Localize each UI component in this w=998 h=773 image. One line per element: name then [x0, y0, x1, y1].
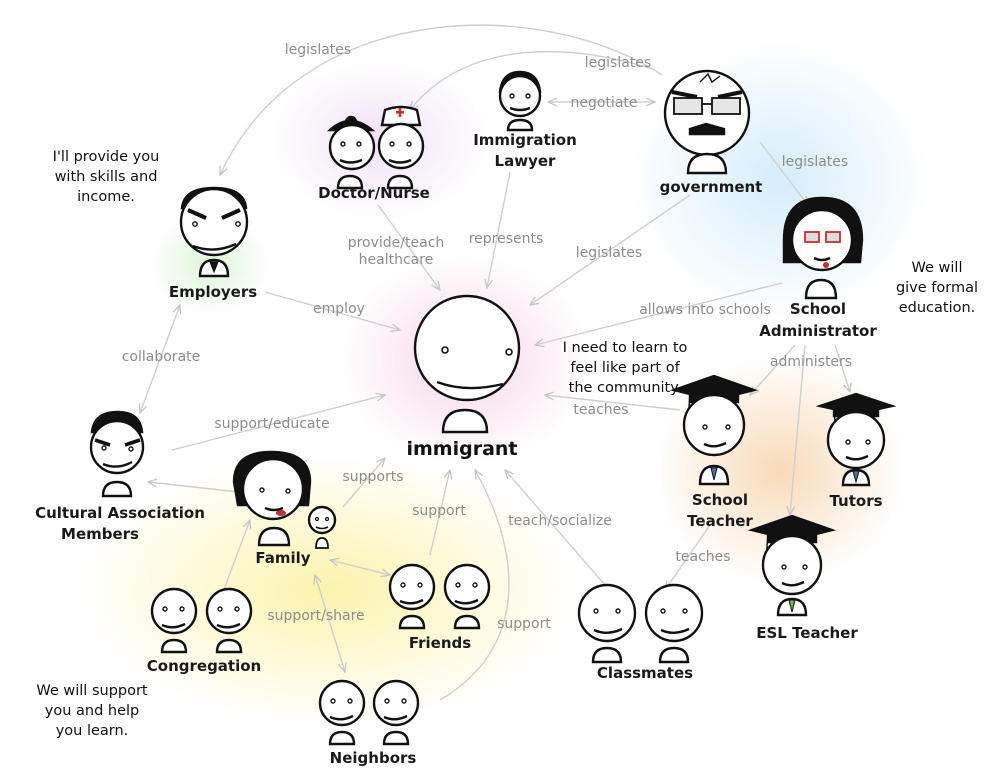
label-employ: employ — [313, 301, 365, 317]
tutors-figure — [815, 392, 897, 487]
school-teacher-figure — [669, 374, 759, 486]
edge-admin-teacher — [750, 344, 796, 395]
classmates-figure — [577, 583, 704, 664]
node-label-doctor-nurse: Doctor/Nurse — [318, 184, 430, 202]
label-legislates-top: legislates — [285, 42, 351, 58]
friends-figure — [388, 563, 491, 630]
congregation-figure — [150, 587, 253, 654]
label-legislates-doctor: legislates — [585, 55, 651, 71]
edge-cultural-family — [148, 482, 248, 493]
edge-employers-immigrant — [264, 291, 400, 330]
label-legislates-admin: legislates — [782, 154, 848, 170]
edge-admin-esl — [790, 344, 806, 515]
edge-family-neighbors — [315, 575, 345, 672]
node-label-employers: Employers — [169, 283, 257, 301]
node-label-esl-teacher: ESL Teacher — [756, 624, 858, 642]
label-allows-schools: allows into schools — [639, 302, 771, 318]
edge-teacher-classmates — [665, 524, 711, 590]
label-negotiate: negotiate — [571, 95, 638, 111]
characters — [89, 69, 897, 746]
label-teaches-immigrant: teaches — [573, 402, 628, 418]
label-teaches-classmates: teaches — [675, 549, 730, 565]
node-label-family: Family — [255, 549, 310, 567]
node-label-neighbors: Neighbors — [330, 749, 417, 767]
edge-family-friends — [330, 560, 390, 575]
relation-labels: legislates legislates negotiate legislat… — [122, 42, 852, 632]
edge-gov-employers — [220, 24, 663, 175]
edge-cultural-immigrant — [171, 395, 385, 451]
edge-teacher-immigrant — [545, 395, 681, 411]
edge-admin-immigrant — [535, 282, 783, 345]
edge-admin-tutors — [834, 344, 850, 392]
immigrant-figure — [413, 294, 521, 434]
government-figure — [663, 69, 751, 175]
edge-classmates-immigrant — [505, 470, 606, 586]
label-represents: represents — [469, 231, 544, 247]
label-teach-socialize: teach/socialize — [508, 513, 612, 529]
doctor-figure — [326, 115, 376, 190]
esl-teacher-figure — [747, 514, 837, 617]
label-administers: administers — [770, 354, 852, 370]
edge-neighbors-immigrant — [439, 470, 510, 701]
cultural-figure — [89, 410, 145, 498]
node-label-government: government — [660, 178, 763, 196]
label-legislates-immigrant: legislates — [576, 245, 642, 261]
edge-doctor-immigrant — [377, 204, 440, 290]
lawyer-figure — [498, 70, 542, 132]
edge-friends-immigrant — [429, 470, 450, 556]
edge-gov-immigrant — [530, 194, 691, 305]
edge-family-congregation — [220, 520, 250, 600]
node-label-tutors: Tutors — [829, 492, 882, 510]
label-support-share: support/share — [267, 608, 364, 624]
label-support-neighbors: support — [497, 616, 551, 632]
edges — [140, 24, 850, 701]
neighbors-figure — [318, 679, 420, 746]
family-figure — [232, 450, 337, 549]
label-collaborate: collaborate — [122, 349, 201, 365]
edge-lawyer-immigrant — [487, 171, 511, 288]
edge-family-immigrant — [342, 458, 385, 508]
edge-gov-admin — [759, 141, 808, 205]
employers-figure — [179, 186, 249, 278]
label-supports: supports — [342, 469, 403, 485]
label-support-educate: support/educate — [214, 416, 329, 432]
node-label-friends: Friends — [409, 634, 471, 652]
nurse-figure — [377, 105, 425, 190]
edge-employers-cultural — [140, 305, 180, 413]
administrator-figure — [782, 196, 864, 300]
node-label-immigrant: immigrant — [406, 438, 517, 460]
label-support-friends: support — [412, 503, 466, 519]
node-label-classmates: Classmates — [597, 664, 693, 682]
edge-gov-doctor — [410, 50, 656, 110]
node-label-congregation: Congregation — [147, 657, 261, 675]
